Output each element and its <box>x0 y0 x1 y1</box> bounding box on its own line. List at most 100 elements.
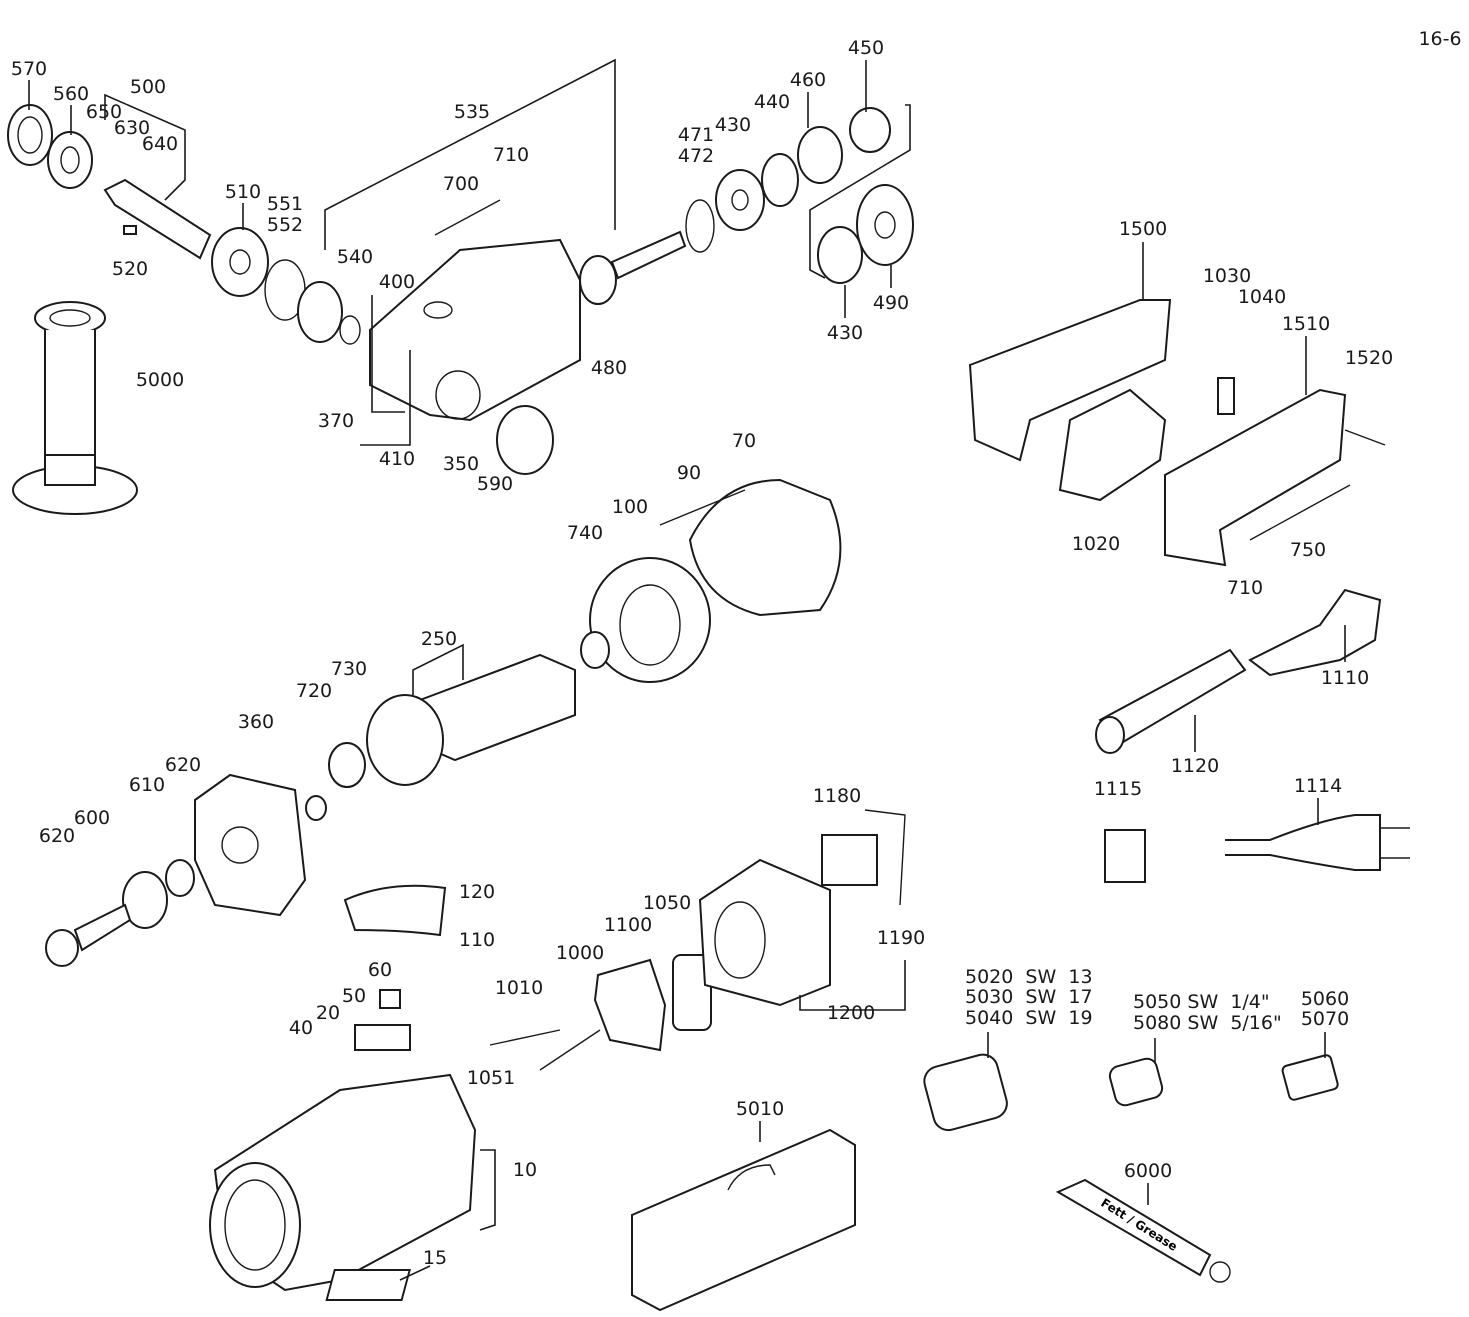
part-700-screw <box>434 199 501 236</box>
part-gear-bevel <box>297 281 343 343</box>
part-510-bearing <box>211 227 269 297</box>
callout-1180: 1180 <box>813 785 861 807</box>
callout-5040: 5040 SW 19 <box>965 1007 1093 1029</box>
callout-535: 535 <box>454 101 490 123</box>
callout-570: 570 <box>11 58 47 80</box>
callout-430-lower: 430 <box>827 322 863 344</box>
callout-20: 20 <box>316 1002 340 1024</box>
callout-40: 40 <box>289 1017 313 1039</box>
part-490-gear <box>856 184 914 266</box>
part-90-screw <box>659 489 746 526</box>
part-70-field <box>688 478 842 617</box>
part-520-key <box>123 225 137 235</box>
callout-630: 630 <box>114 117 150 139</box>
callout-15: 15 <box>423 1247 447 1269</box>
callout-1520: 1520 <box>1345 347 1393 369</box>
callout-1030: 1030 <box>1203 265 1251 287</box>
part-1010-suppressor <box>489 1029 561 1046</box>
callout-5030: 5030 SW 17 <box>965 986 1093 1008</box>
callout-5060: 5060 <box>1301 988 1349 1010</box>
callout-500: 500 <box>130 76 166 98</box>
part-1500-handle-half <box>968 299 1172 462</box>
part-100-guide-ring <box>589 557 711 683</box>
callout-1115: 1115 <box>1094 778 1142 800</box>
part-1020-switch <box>1058 388 1167 502</box>
part-610-gear <box>122 871 168 929</box>
callout-610: 610 <box>129 774 165 796</box>
part-560-washer <box>47 131 93 189</box>
callout-590: 590 <box>477 473 513 495</box>
callout-650: 650 <box>86 101 122 123</box>
callout-480: 480 <box>591 357 627 379</box>
part-1510-handle-half <box>1164 388 1347 567</box>
callout-471: 471 <box>678 124 714 146</box>
part-20-brush-holder <box>354 1024 411 1051</box>
callout-1190: 1190 <box>877 927 925 949</box>
callout-600: 600 <box>74 807 110 829</box>
callout-750: 750 <box>1290 539 1326 561</box>
callout-5080: 5080 SW 5/16" <box>1133 1012 1282 1034</box>
part-535-gear-housing <box>369 238 581 422</box>
callout-540: 540 <box>337 246 373 268</box>
leader-lines <box>28 60 1346 1281</box>
callout-labels: 570 560 500 650 630 640 510 551 552 520 … <box>11 37 1393 1269</box>
part-15-label-plate <box>325 1269 411 1301</box>
callout-6000: 6000 <box>1124 1160 1172 1182</box>
callout-350: 350 <box>443 453 479 475</box>
part-drawings: Fett / Grease <box>7 58 1410 1312</box>
callout-460: 460 <box>790 69 826 91</box>
callout-60: 60 <box>368 959 392 981</box>
callout-740: 740 <box>567 522 603 544</box>
callout-5010: 5010 <box>736 1098 784 1120</box>
callout-1510: 1510 <box>1282 313 1330 335</box>
part-750-screw <box>1249 484 1351 541</box>
callout-110: 110 <box>459 929 495 951</box>
part-570-seal <box>7 104 53 166</box>
callout-490: 490 <box>873 292 909 314</box>
part-1050-capacitor <box>672 954 712 1031</box>
part-1114-plug-cord <box>1225 814 1381 871</box>
part-5010-case <box>631 1128 856 1312</box>
part-1190-clip <box>864 809 906 906</box>
callout-1010: 1010 <box>495 977 543 999</box>
callout-5000: 5000 <box>136 369 184 391</box>
page-number: 16-6 <box>1418 28 1461 50</box>
callout-710-handle: 710 <box>1227 577 1263 599</box>
part-440-washer <box>761 153 799 207</box>
part-620-bearing <box>165 859 195 897</box>
grease-tube-label: Fett / Grease <box>1098 1196 1180 1254</box>
part-6000-grease-tube <box>1055 1178 1212 1277</box>
part-500-spindle <box>103 178 212 260</box>
callout-430: 430 <box>715 114 751 136</box>
callout-510: 510 <box>225 181 261 203</box>
callout-1100: 1100 <box>604 914 652 936</box>
callout-5070: 5070 <box>1301 1008 1349 1030</box>
callout-70: 70 <box>732 430 756 452</box>
part-460-sleeve <box>797 126 843 184</box>
callout-1120: 1120 <box>1171 755 1219 777</box>
callout-552: 552 <box>267 214 303 236</box>
callout-10: 10 <box>513 1159 537 1181</box>
part-720-ring <box>305 795 327 821</box>
callout-5020: 5020 SW 13 <box>965 966 1093 988</box>
callout-710: 710 <box>493 144 529 166</box>
callout-410: 410 <box>379 448 415 470</box>
part-5050-socket <box>1108 1057 1164 1107</box>
part-730-bearing <box>328 742 366 788</box>
callout-360: 360 <box>238 711 274 733</box>
part-110-cover <box>343 884 447 937</box>
callout-720: 720 <box>296 680 332 702</box>
callout-620: 620 <box>165 754 201 776</box>
part-1110-plug <box>1248 588 1382 677</box>
callout-620-lower: 620 <box>39 825 75 847</box>
callout-250: 250 <box>421 628 457 650</box>
part-430-bearing <box>715 169 765 231</box>
callout-90: 90 <box>677 462 701 484</box>
callout-1020: 1020 <box>1072 533 1120 555</box>
callout-120: 120 <box>459 881 495 903</box>
part-360-bearing-plate <box>194 773 307 917</box>
callout-1050: 1050 <box>643 892 691 914</box>
part-350-cover <box>496 405 554 475</box>
callout-520: 520 <box>112 258 148 280</box>
callout-700: 700 <box>443 173 479 195</box>
